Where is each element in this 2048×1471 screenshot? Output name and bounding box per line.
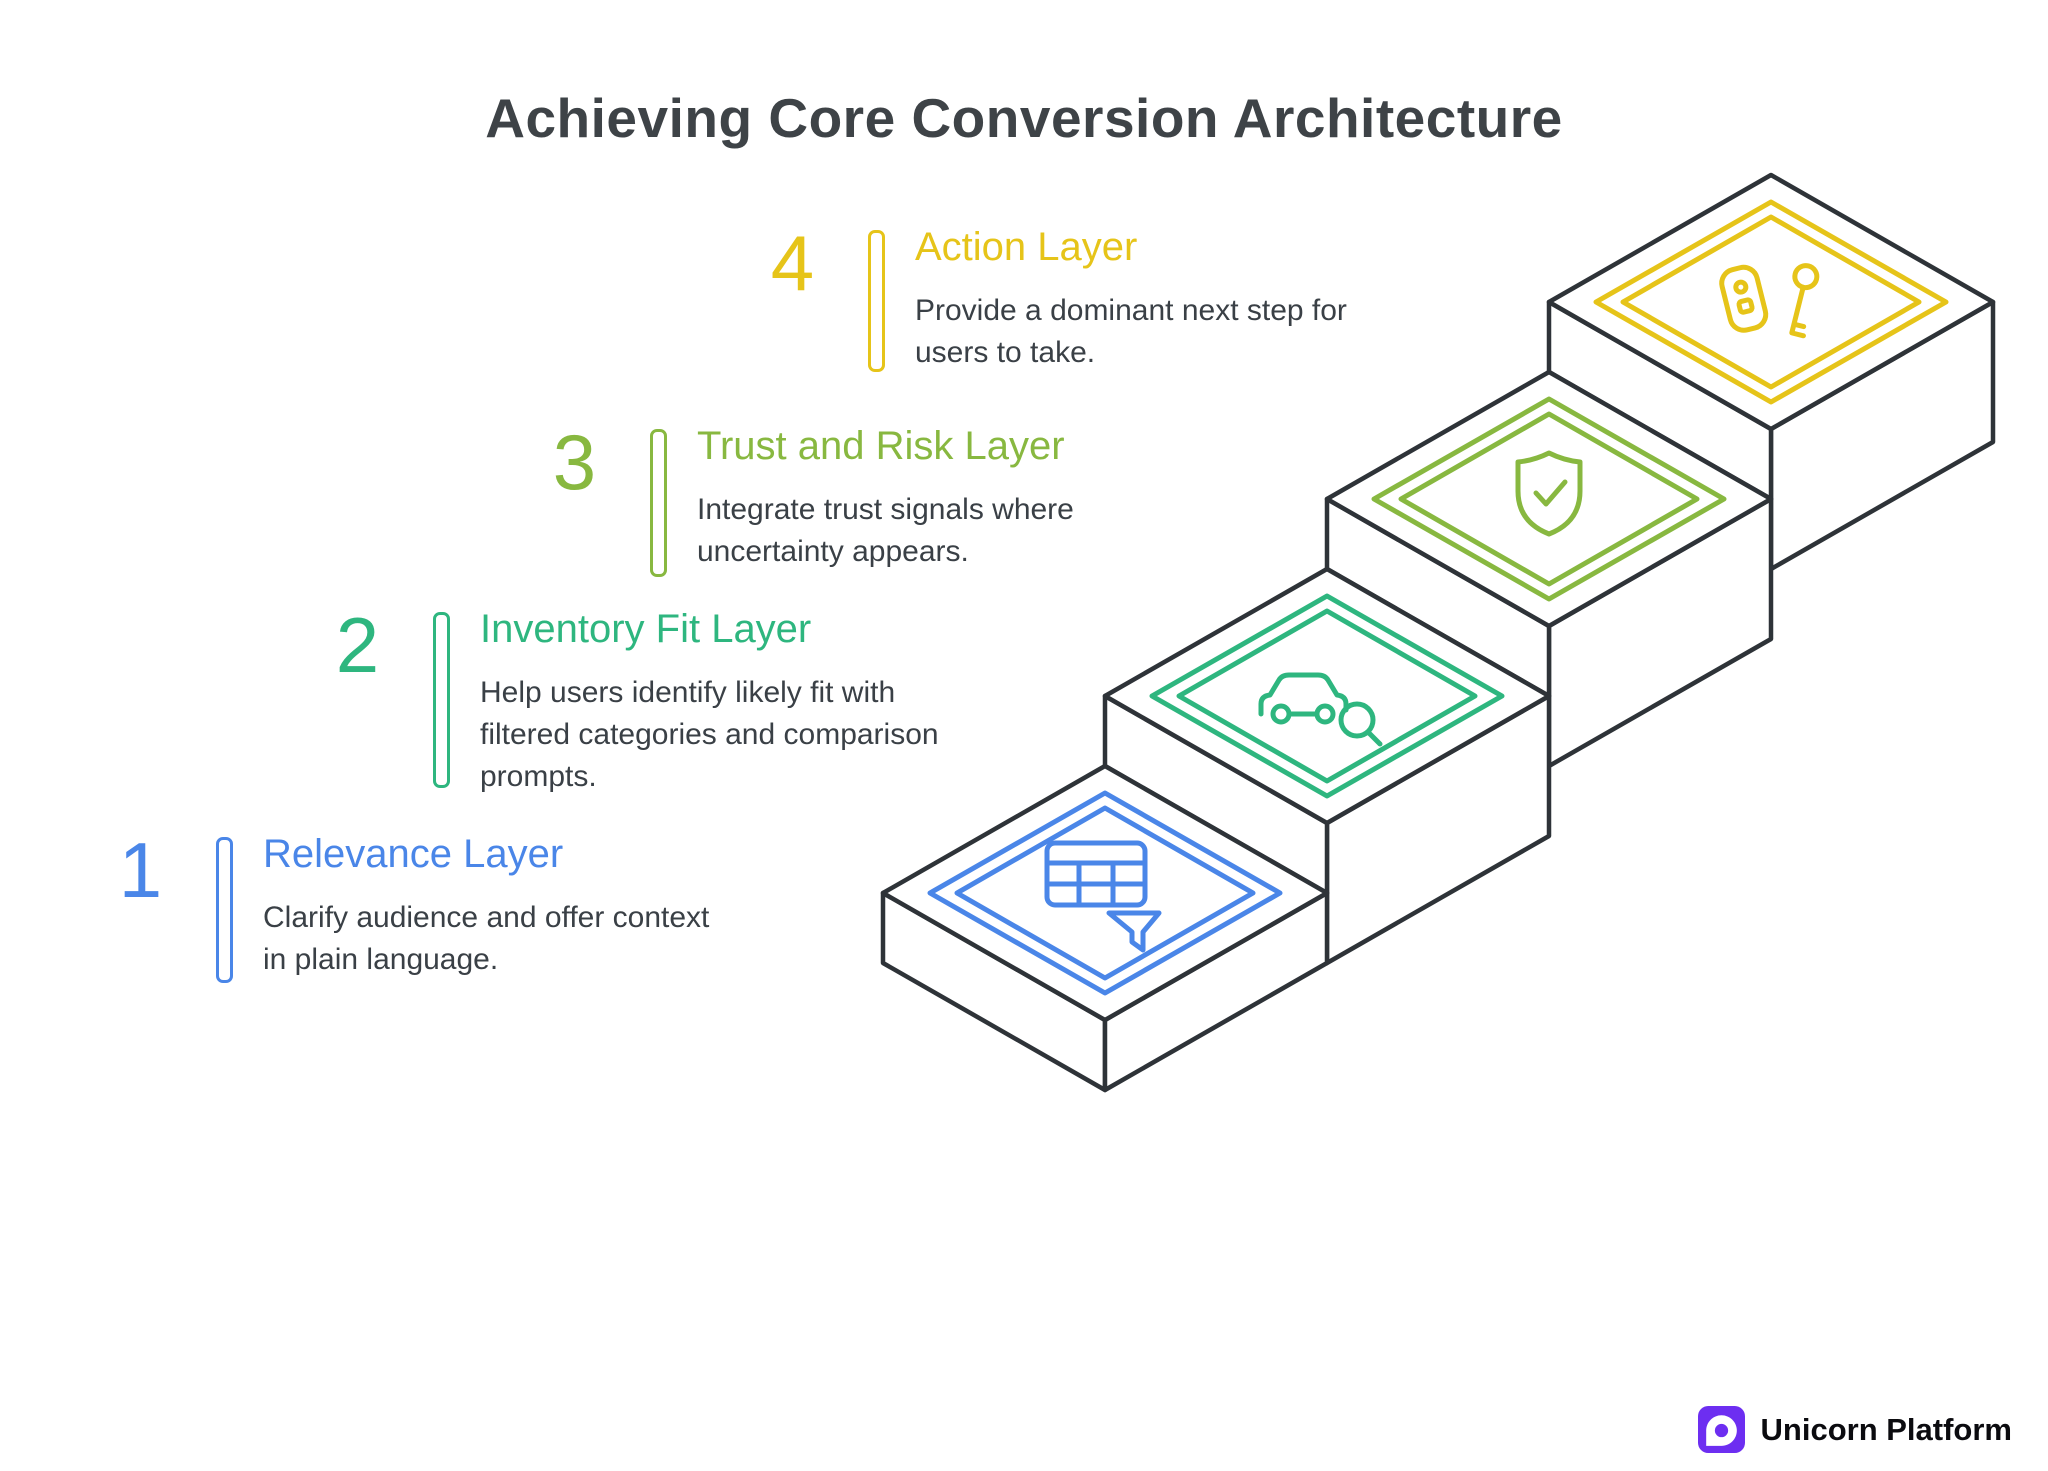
unicorn-platform-icon bbox=[1697, 1406, 1745, 1453]
step-accent-bar bbox=[216, 837, 233, 983]
staircase-structure bbox=[880, 172, 1996, 1093]
step-block-inventory-fit-layer: 2 Inventory Fit Layer Help users identif… bbox=[305, 601, 980, 798]
step-heading: Action Layer bbox=[915, 225, 1138, 269]
step-accent-bar bbox=[650, 429, 667, 577]
step-accent-bar bbox=[433, 612, 450, 788]
step-heading: Inventory Fit Layer bbox=[480, 607, 812, 651]
unicorn-platform-brand[interactable]: Unicorn Platform bbox=[1697, 1406, 2012, 1453]
step-heading: Relevance Layer bbox=[263, 832, 564, 876]
step-accent-bar bbox=[868, 230, 885, 372]
step-number: 3 bbox=[552, 418, 597, 506]
platform-step4 bbox=[1546, 172, 1996, 432]
diamond-step3 bbox=[1371, 396, 1727, 602]
diamond-step2 bbox=[1149, 593, 1505, 799]
diagram-title: Achieving Core Conversion Architecture bbox=[485, 87, 1563, 149]
table-filter-icon bbox=[1044, 840, 1162, 953]
car-search-icon bbox=[1258, 672, 1383, 747]
step-block-relevance-layer: 1 Relevance Layer Clarify audience and o… bbox=[88, 826, 733, 983]
step-block-action-layer: 4 Action Layer Provide a dominant next s… bbox=[740, 219, 1365, 374]
diamond-step4 bbox=[1593, 199, 1949, 405]
platform-step2 bbox=[1102, 566, 1552, 826]
shield-check-icon bbox=[1515, 450, 1583, 537]
brand-name: Unicorn Platform bbox=[1760, 1411, 2012, 1447]
step-heading: Trust and Risk Layer bbox=[697, 424, 1065, 468]
step-description: Help users identify likely fit with filt… bbox=[480, 676, 939, 793]
step-description: Provide a dominant next step for users t… bbox=[915, 294, 1347, 369]
step-number: 2 bbox=[335, 601, 380, 689]
diamond-step1 bbox=[927, 790, 1283, 996]
step-description: Integrate trust signals where uncertaint… bbox=[697, 493, 1074, 568]
step-number: 1 bbox=[118, 826, 163, 914]
step-description: Clarify audience and offer context in pl… bbox=[263, 901, 710, 976]
colored-diamonds bbox=[927, 199, 1949, 996]
step-number: 4 bbox=[770, 219, 815, 307]
platform-step1 bbox=[880, 763, 1330, 1023]
car-keys-icon bbox=[1719, 263, 1820, 339]
step-block-trust-risk-layer: 3 Trust and Risk Layer Integrate trust s… bbox=[522, 418, 1117, 577]
